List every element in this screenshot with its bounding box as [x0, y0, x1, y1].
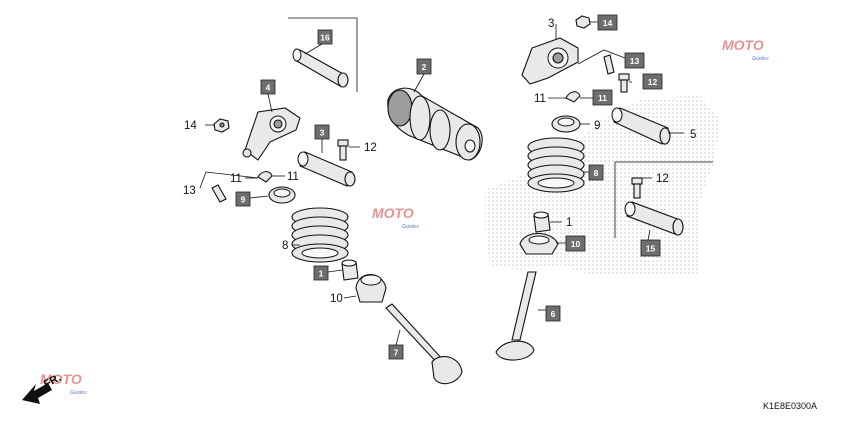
nut-14-right — [575, 15, 591, 29]
diagram-code: K1E8E0300A — [762, 401, 817, 411]
svg-text:Guides: Guides — [402, 224, 419, 230]
front-arrow-icon — [22, 383, 52, 404]
valve-seal-1-left — [341, 259, 359, 281]
callout-14-left: 14 — [184, 120, 197, 132]
callout-12-right-lower: 12 — [656, 173, 669, 185]
svg-text:MOTO: MOTO — [40, 371, 82, 387]
callout-box-9-left: 9 — [235, 191, 251, 207]
watermark-logo-center: MOTO Guides — [372, 205, 419, 230]
callout-8-left: 8 — [282, 240, 288, 252]
nut-14-left — [213, 118, 230, 133]
svg-text:1: 1 — [319, 269, 324, 279]
svg-text:2: 2 — [422, 62, 427, 72]
rocker-shaft-3 — [297, 151, 356, 187]
frame-line-top-center — [288, 17, 358, 92]
svg-text:9: 9 — [241, 195, 246, 205]
svg-text:4: 4 — [266, 83, 271, 93]
callout-12-left: 12 — [364, 142, 377, 154]
callout-box-2: 2 — [416, 58, 432, 75]
callout-9-right: 9 — [594, 120, 600, 132]
svg-text:3: 3 — [320, 128, 325, 138]
spring-seat-10-left — [355, 273, 387, 303]
callout-box-14-right: 14 — [597, 14, 618, 31]
svg-text:11: 11 — [598, 93, 607, 103]
callout-box-3-left: 3 — [314, 124, 330, 140]
valve-seal-1-right — [533, 211, 551, 233]
leader-lines — [199, 21, 684, 346]
camshaft-2 — [387, 87, 483, 161]
callout-box-16: 16 — [317, 29, 333, 45]
callout-box-6: 6 — [545, 305, 561, 322]
spring-seat-10-right — [519, 232, 559, 255]
frame-line-right — [614, 161, 713, 238]
callout-1-right: 1 — [566, 217, 572, 229]
dotted-background-region — [485, 95, 720, 275]
callout-11-left-a: 11 — [230, 173, 242, 185]
adjust-screw-13-left — [211, 184, 227, 203]
svg-text:MOTO: MOTO — [372, 205, 414, 221]
bolt-12-right-lower — [631, 177, 643, 199]
watermark-logo-bottom-left: MOTO Guides — [40, 371, 87, 396]
callout-box-12-right: 12 — [642, 73, 663, 90]
bolt-12-left — [337, 139, 349, 161]
clip-11-right — [565, 91, 581, 103]
callout-11-right: 11 — [534, 93, 546, 105]
svg-text:15: 15 — [646, 244, 656, 254]
callout-3-right: 3 — [548, 18, 554, 30]
valve-spring-8-left — [291, 207, 349, 263]
callout-box-10-right: 10 — [565, 235, 586, 252]
bolt-12-right-top — [618, 73, 630, 93]
callout-box-13-right: 13 — [624, 52, 645, 69]
callout-box-11-right: 11 — [592, 89, 613, 106]
callout-10-left: 10 — [330, 293, 343, 305]
svg-text:13: 13 — [630, 56, 640, 66]
rocker-shaft-5 — [611, 107, 671, 145]
spring-retainer-9-right — [551, 115, 581, 133]
callout-5: 5 — [690, 129, 696, 141]
spring-retainer-9-left — [268, 186, 296, 204]
callout-13-left: 13 — [183, 185, 196, 197]
callout-box-1-left: 1 — [313, 265, 329, 281]
svg-text:MOTO: MOTO — [722, 37, 764, 53]
svg-text:7: 7 — [394, 348, 399, 358]
callout-11-left-b: 11 — [287, 171, 299, 183]
svg-text:8: 8 — [594, 168, 599, 178]
svg-text:10: 10 — [571, 239, 581, 249]
watermark-logo-top-right: MOTO Guides — [722, 37, 769, 62]
callout-box-4: 4 — [260, 79, 276, 95]
valve-6-exhaust — [495, 271, 537, 361]
rocker-shaft-15 — [624, 201, 684, 236]
svg-text:12: 12 — [648, 77, 658, 87]
valve-7-intake — [385, 303, 463, 385]
callout-box-15: 15 — [640, 239, 661, 257]
rocker-arm-4 — [242, 107, 301, 161]
valve-spring-8-right — [527, 137, 585, 193]
adjust-screw-13-right — [603, 54, 615, 75]
rocker-shaft-16 — [292, 48, 349, 88]
callout-box-8-right: 8 — [588, 164, 604, 181]
svg-text:6: 6 — [551, 309, 556, 319]
svg-text:14: 14 — [603, 18, 613, 28]
clip-11-left — [257, 171, 273, 183]
svg-text:Guides: Guides — [70, 390, 87, 396]
svg-text:16: 16 — [320, 33, 330, 43]
rocker-arm-3-right — [521, 37, 579, 85]
callout-box-7: 7 — [388, 344, 404, 360]
svg-text:Guides: Guides — [752, 56, 769, 62]
